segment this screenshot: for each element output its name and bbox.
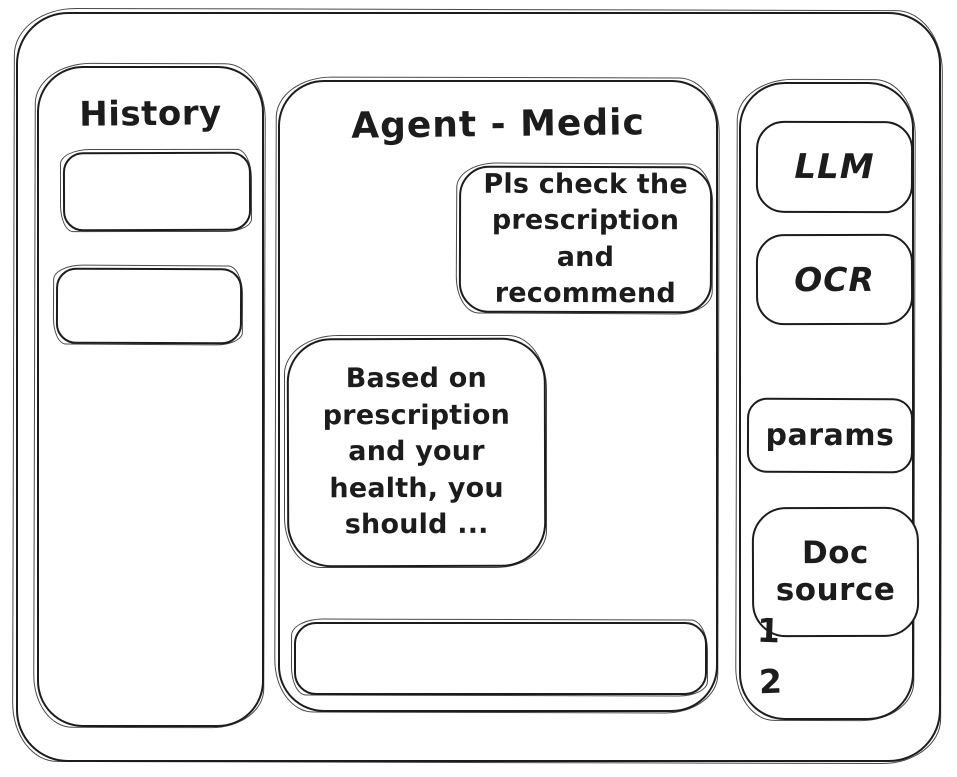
doc-source-item-2[interactable]: 2 xyxy=(758,661,783,702)
history-title: History xyxy=(79,93,222,135)
tools-panel: LLM OCR params Doc source 1 2 xyxy=(739,82,920,720)
llm-button[interactable]: LLM xyxy=(755,120,914,214)
chat-title: Agent - Medic xyxy=(350,102,646,147)
user-message-bubble: Pls check the prescription and recommend xyxy=(458,165,713,314)
assistant-message-bubble: Based on prescription and your health, y… xyxy=(286,337,547,568)
history-item-2[interactable] xyxy=(55,267,243,345)
ocr-button[interactable]: OCR xyxy=(755,233,914,326)
message-input[interactable] xyxy=(296,624,705,693)
params-button[interactable]: params xyxy=(746,397,914,474)
history-panel: History xyxy=(37,66,264,727)
app-window-frame: History Agent - Medic Pls check the pres… xyxy=(16,12,941,762)
message-input-container xyxy=(294,622,707,695)
assistant-message-text: Based on prescription and your health, y… xyxy=(322,363,511,541)
history-item-1[interactable] xyxy=(62,151,252,232)
chat-panel: Agent - Medic Pls check the prescription… xyxy=(278,80,718,712)
doc-source-item-1[interactable]: 1 xyxy=(756,610,781,651)
user-message-text: Pls check the prescription and recommend xyxy=(483,168,688,310)
